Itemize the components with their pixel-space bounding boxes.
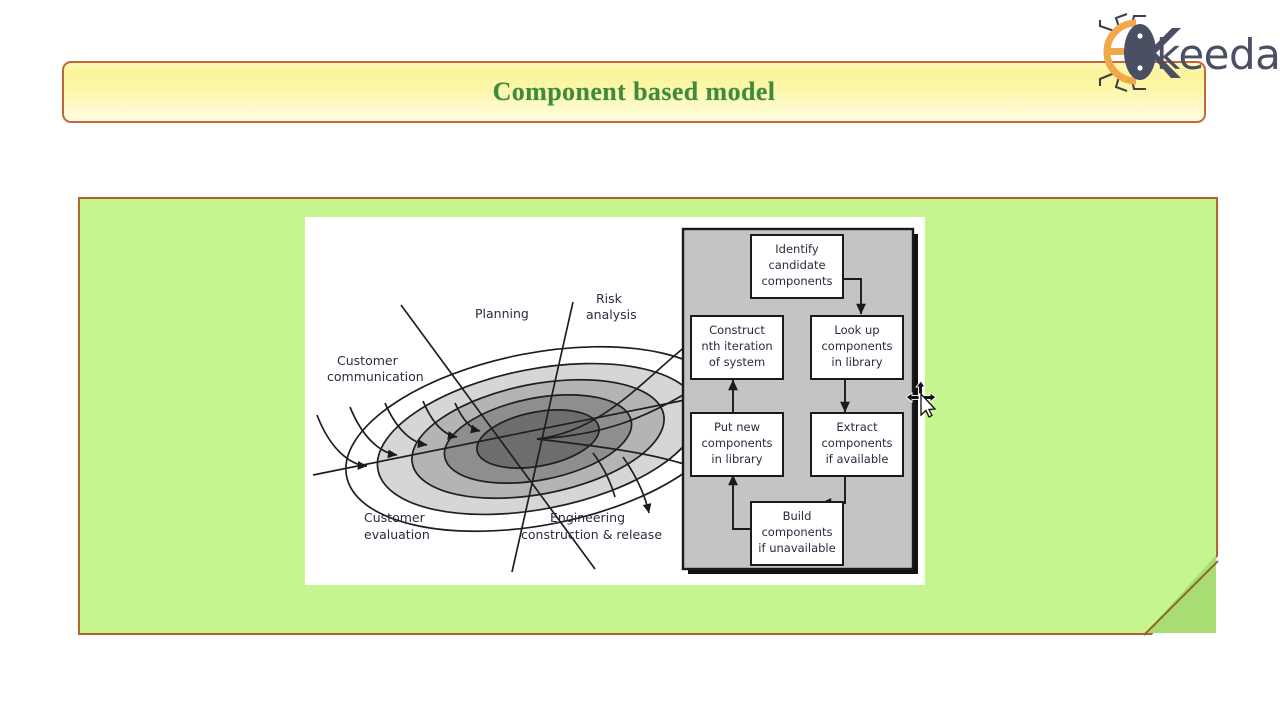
spiral-labels: Customer communication Planning Risk ana… [327, 291, 662, 542]
ekeeda-bug-logo-icon [1098, 13, 1181, 92]
svg-text:components: components [761, 274, 832, 288]
logo-wordmark: keeda [1156, 30, 1280, 79]
spiral-label-planning: Planning [475, 306, 529, 321]
spiral-label-risk-analysis: Risk analysis [586, 291, 637, 322]
svg-text:if unavailable: if unavailable [758, 541, 835, 555]
svg-text:evaluation: evaluation [364, 527, 430, 542]
svg-text:in library: in library [711, 452, 762, 466]
svg-text:communication: communication [327, 369, 424, 384]
spiral-label-customer-communication: Customer communication [327, 353, 424, 384]
svg-text:Construct: Construct [709, 323, 765, 337]
svg-text:Extract: Extract [836, 420, 878, 434]
component-based-model-diagram: Customer communication Planning Risk ana… [305, 217, 925, 585]
svg-text:Customer: Customer [364, 510, 426, 525]
svg-text:if available: if available [826, 452, 889, 466]
panel-box-put-new-components-in-library: Put new components in library [690, 412, 784, 477]
ekeeda-logo: keeda [1070, 8, 1280, 96]
svg-text:Risk: Risk [596, 291, 623, 306]
svg-text:construction & release: construction & release [521, 527, 662, 542]
spiral-model-graphic: Customer communication Planning Risk ana… [312, 274, 774, 573]
svg-text:Engineering: Engineering [550, 510, 625, 525]
panel-box-build-components-if-unavailable: Build components if unavailable [750, 501, 844, 566]
svg-text:components: components [821, 339, 892, 353]
svg-text:components: components [761, 525, 832, 539]
svg-text:in library: in library [831, 355, 882, 369]
svg-text:Build: Build [783, 509, 812, 523]
svg-text:components: components [821, 436, 892, 450]
svg-text:nth iteration: nth iteration [701, 339, 772, 353]
svg-text:of system: of system [709, 355, 765, 369]
svg-text:candidate: candidate [768, 258, 825, 272]
svg-text:Planning: Planning [475, 306, 529, 321]
svg-text:Customer: Customer [337, 353, 399, 368]
panel-box-extract-components-if-available: Extract components if available [810, 412, 904, 477]
svg-text:Identify: Identify [775, 242, 819, 256]
page-title: Component based model [492, 77, 776, 106]
panel-box-look-up-components-in-library: Look up components in library [810, 315, 904, 380]
slide-title-banner: Component based model [62, 61, 1206, 123]
card-fold-outline [1143, 560, 1219, 636]
svg-text:components: components [701, 436, 772, 450]
panel-boxes: Identify candidate components Construct … [690, 234, 904, 566]
panel-box-construct-nth-iteration-of-system: Construct nth iteration of system [690, 315, 784, 380]
panel-box-identify-candidate-components: Identify candidate components [750, 234, 844, 299]
svg-text:Look up: Look up [834, 323, 879, 337]
spiral-label-customer-evaluation: Customer evaluation [364, 510, 430, 542]
component-library-panel: Identify candidate components Construct … [681, 227, 918, 574]
svg-text:analysis: analysis [586, 307, 637, 322]
svg-text:Put new: Put new [714, 420, 760, 434]
spiral-label-engineering-construction-release: Engineering construction & release [521, 510, 662, 542]
